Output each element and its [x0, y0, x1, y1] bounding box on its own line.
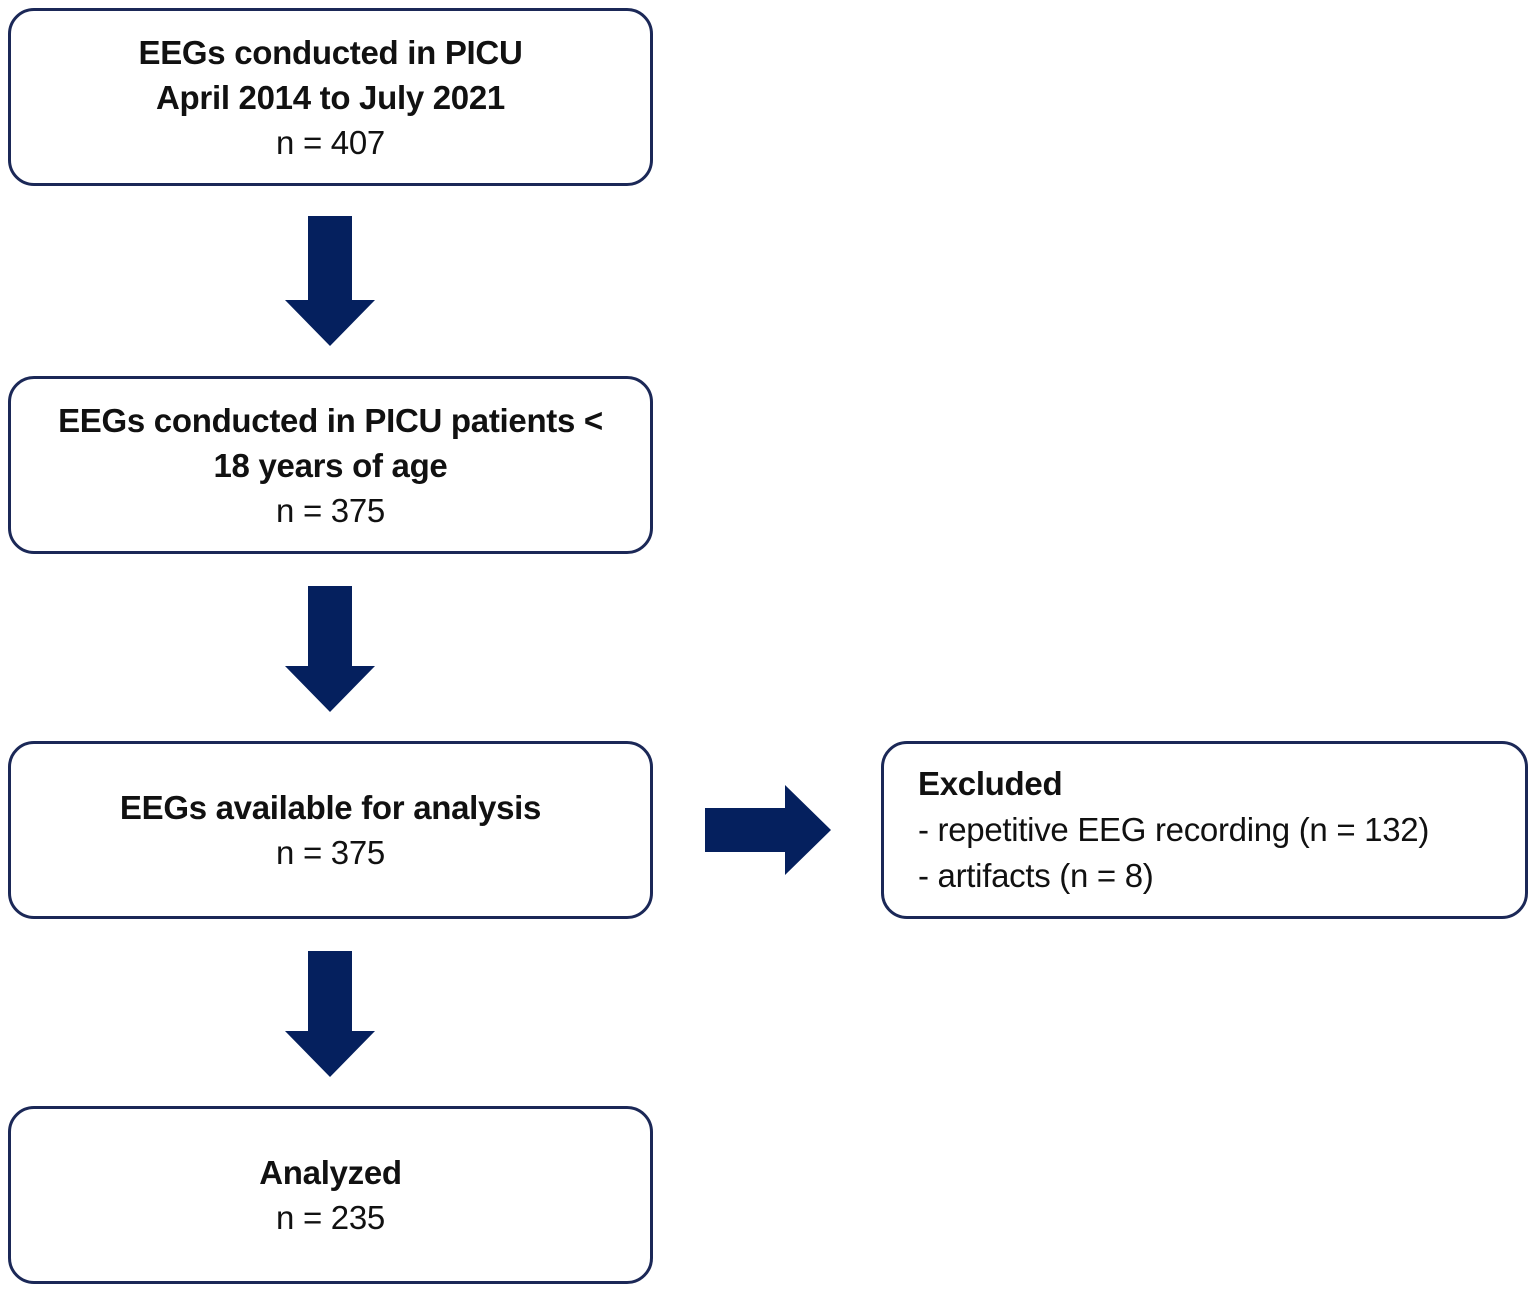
box-eegs-under-18: EEGs conducted in PICU patients < 18 yea…: [8, 376, 653, 554]
box-analyzed-count: n = 235: [276, 1199, 385, 1236]
box-eegs-under-18-count: n = 375: [276, 491, 385, 529]
box-eegs-conducted-picu-title-line2: April 2014 to July 2021: [156, 78, 505, 116]
box-excluded: Excluded - repetitive EEG recording (n =…: [881, 741, 1528, 919]
box-eegs-available-title: EEGs available for analysis: [119, 789, 542, 826]
box-excluded-title: Excluded: [918, 765, 1063, 802]
box-eegs-under-18-title-line2: 18 years of age: [213, 446, 448, 484]
box-eegs-conducted-picu: EEGs conducted in PICU April 2014 to Jul…: [8, 8, 653, 186]
down-arrow-icon: [285, 216, 375, 346]
box-eegs-conducted-picu-title-line1: EEGs conducted in PICU: [138, 33, 523, 71]
right-arrow-icon: [705, 785, 831, 875]
box-eegs-available-count: n = 375: [276, 834, 385, 871]
box-analyzed-title: Analyzed: [259, 1154, 402, 1191]
box-eegs-conducted-picu-count: n = 407: [276, 123, 385, 161]
box-eegs-under-18-title-line1: EEGs conducted in PICU patients <: [58, 401, 603, 439]
box-excluded-item-repetitive: - repetitive EEG recording (n = 132): [918, 811, 1430, 848]
box-analyzed: Analyzed n = 235: [8, 1106, 653, 1284]
down-arrow-icon: [285, 586, 375, 712]
down-arrow-icon: [285, 951, 375, 1077]
box-excluded-item-artifacts: - artifacts (n = 8): [918, 857, 1154, 894]
box-eegs-available: EEGs available for analysis n = 375: [8, 741, 653, 919]
